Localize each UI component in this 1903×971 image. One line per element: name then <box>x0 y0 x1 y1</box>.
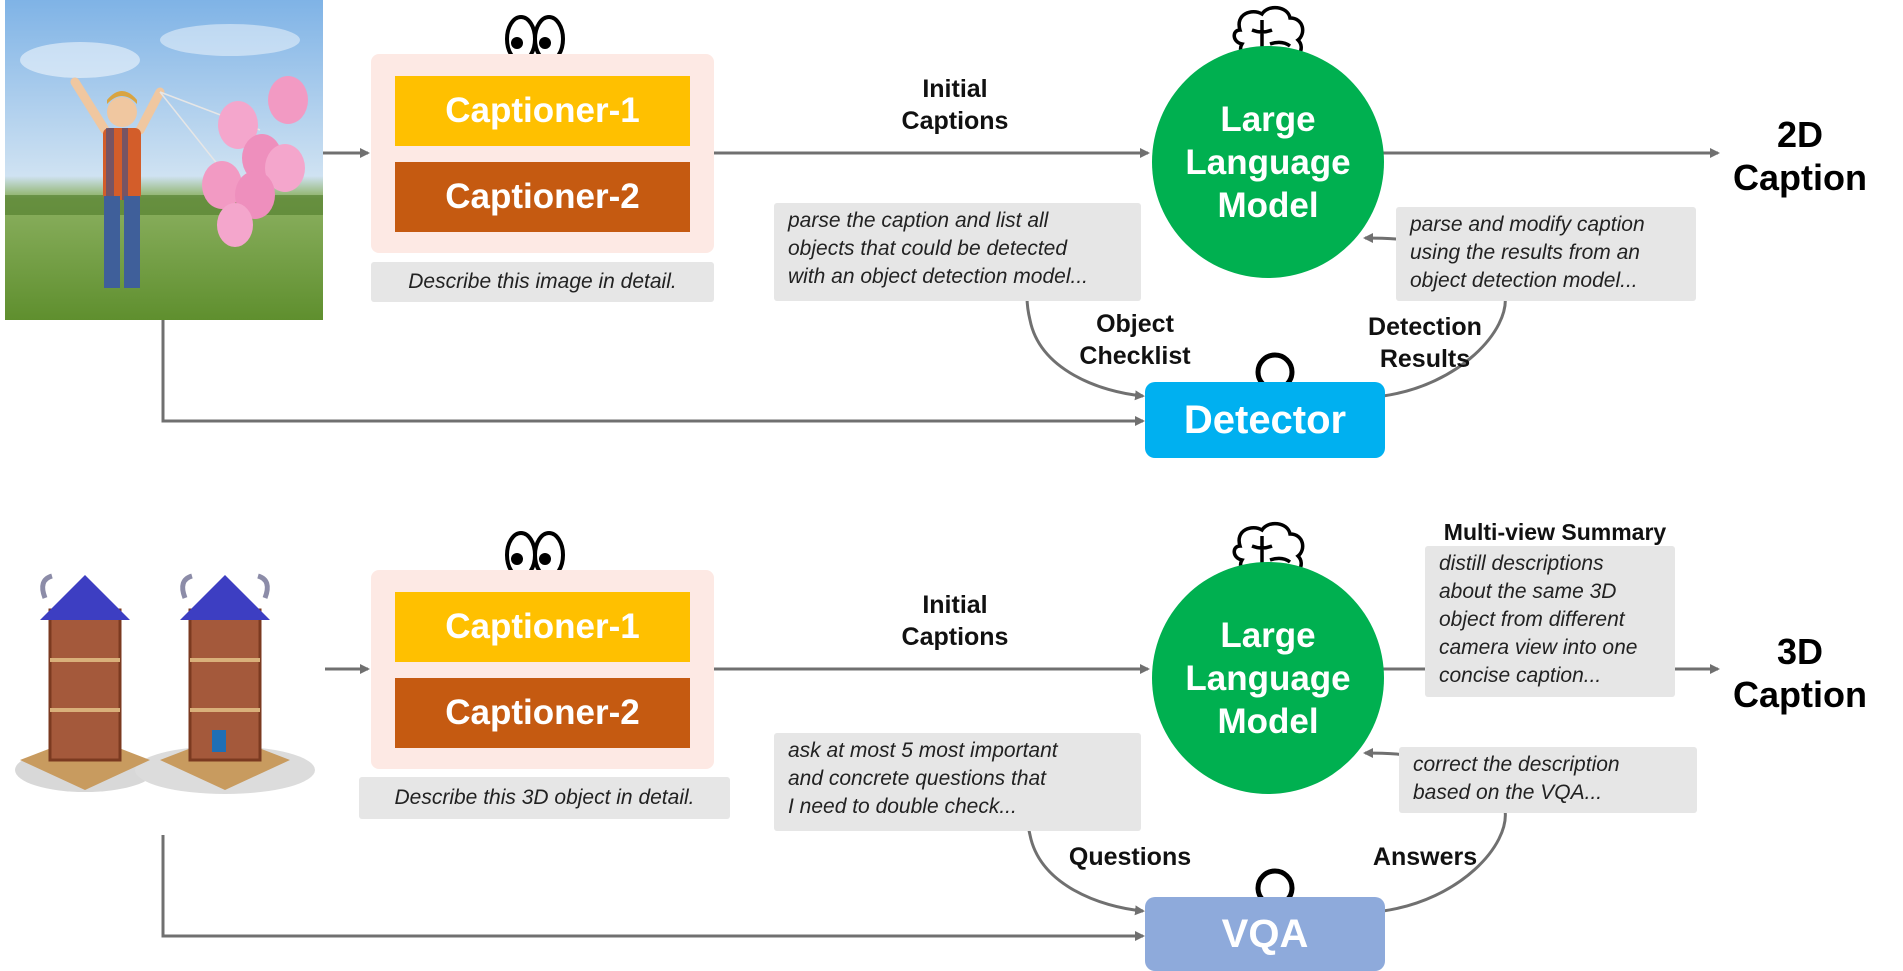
vqa-node: VQA <box>1145 897 1385 971</box>
prompt-note-bottom: Describe this 3D object in detail. <box>359 777 730 819</box>
eyes-icon <box>505 15 565 63</box>
captioner-group-bottom: Captioner-1 Captioner-2 <box>371 570 714 769</box>
detector-node: Detector <box>1145 382 1385 458</box>
captioner-group-top: Captioner-1 Captioner-2 <box>371 54 714 253</box>
captioner-1-box: Captioner-1 <box>395 76 690 146</box>
captioner-2-box: Captioner-2 <box>395 678 690 748</box>
questions-label: Questions <box>1068 843 1192 871</box>
multi-view-summary-title: Multi-view Summary <box>1443 519 1667 545</box>
captioner-2-box: Captioner-2 <box>395 162 690 232</box>
captioner-1-box: Captioner-1 <box>395 592 690 662</box>
answers-label: Answers <box>1372 843 1478 871</box>
3d-tower-render <box>15 573 315 794</box>
prompt-note-top: Describe this image in detail. <box>371 262 714 302</box>
edge-object-to-vqa <box>161 835 1145 941</box>
edge-image-to-detector <box>161 320 1145 426</box>
child-with-balloons-photo <box>5 0 323 320</box>
